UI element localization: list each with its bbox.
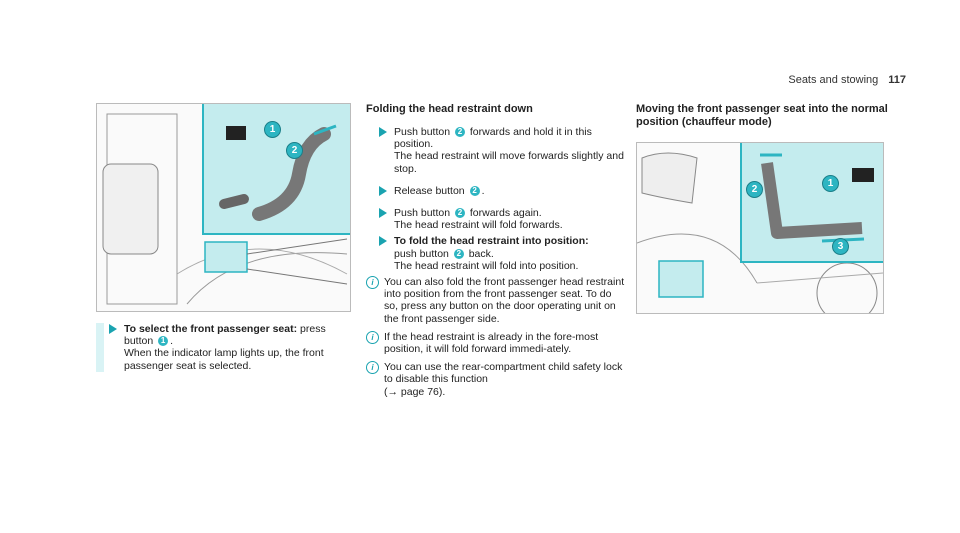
step-text: press button	[124, 323, 326, 348]
info-icon: i	[366, 361, 379, 375]
step-text: push button	[394, 247, 452, 260]
step-arrow-icon	[379, 185, 387, 196]
instruction-select-seat: To select the front passenger seat: pres…	[96, 323, 356, 372]
step-result: When the indicator lamp lights up, the f…	[124, 347, 324, 372]
step-text: forwards again.	[466, 207, 542, 220]
column-2: Folding the head restraint down Push but…	[366, 103, 628, 404]
step-4: To fold the head restraint into position…	[366, 235, 628, 272]
button-number-badge: 2	[454, 208, 465, 219]
callout-1: 1	[822, 175, 839, 192]
page-header: Seats and stowing 117	[788, 74, 906, 86]
step-result: The head restraint will move forwards sl…	[394, 150, 624, 175]
callout-1: 1	[264, 121, 281, 138]
figure-door-illustration	[637, 152, 883, 313]
figure-inset: 1 2	[202, 104, 350, 235]
step-text: .	[481, 184, 485, 197]
step-text: forwards and hold it in this position.	[394, 126, 592, 151]
step-arrow-icon	[379, 236, 387, 247]
section-title: Seats and stowing	[788, 74, 879, 86]
note-text: You can also fold the front passenger he…	[384, 276, 625, 325]
step-bold: To fold the head restraint into position…	[394, 235, 589, 248]
step-text: .	[170, 335, 174, 348]
step-arrow-icon	[379, 127, 387, 137]
note-1: i You can also fold the front passenger …	[366, 276, 628, 325]
figure-door-illustration	[102, 113, 348, 305]
column-3: Moving the front passenger seat into the…	[636, 103, 906, 139]
step-2: Release button 2.	[366, 185, 628, 197]
button-number-badge: 2	[454, 127, 465, 138]
figure-head-restraint-door-panel: 1 2	[96, 103, 351, 312]
note-text: You can use the rear-compartment child s…	[384, 361, 623, 386]
button-number-badge: 2	[453, 248, 464, 259]
step-text: Push button	[394, 207, 453, 220]
button-number-badge: 2	[469, 186, 480, 197]
step-arrow-icon	[379, 208, 387, 219]
step-text: Push button	[394, 126, 453, 138]
info-icon: i	[366, 276, 379, 290]
callout-2: 2	[746, 181, 763, 198]
heading-chauffeur-mode: Moving the front passenger seat into the…	[636, 103, 888, 128]
step-arrow-icon	[109, 324, 117, 334]
step-result: The head restraint will fold into positi…	[394, 259, 579, 272]
note-3: i You can use the rear-compartment child…	[366, 361, 628, 398]
note-text: If the head restraint is already in the …	[384, 330, 599, 356]
note-2: i If the head restraint is already in th…	[366, 330, 628, 356]
info-icon: i	[366, 330, 379, 344]
figure-chauffeur-mode: 1 2 3	[636, 142, 884, 314]
column-1: To select the front passenger seat: pres…	[96, 323, 356, 382]
figure-inset: 1 2 3	[740, 143, 883, 263]
heading-folding-head-restraint: Folding the head restraint down	[366, 103, 533, 115]
step-1: Push button 2 forwards and hold it in th…	[366, 126, 628, 175]
callout-3: 3	[832, 238, 849, 255]
page-reference-link[interactable]: (→ page 76).	[384, 385, 446, 398]
step-3: Push button 2 forwards again. The head r…	[366, 207, 628, 231]
step-bold: To select the front passenger seat:	[124, 323, 298, 335]
step-text: Release button	[394, 184, 468, 197]
button-number-badge: 1	[158, 336, 169, 347]
step-text: back.	[465, 247, 494, 260]
page-number: 117	[888, 74, 906, 86]
step-result: The head restraint will fold forwards.	[394, 219, 563, 232]
callout-2: 2	[286, 142, 303, 159]
